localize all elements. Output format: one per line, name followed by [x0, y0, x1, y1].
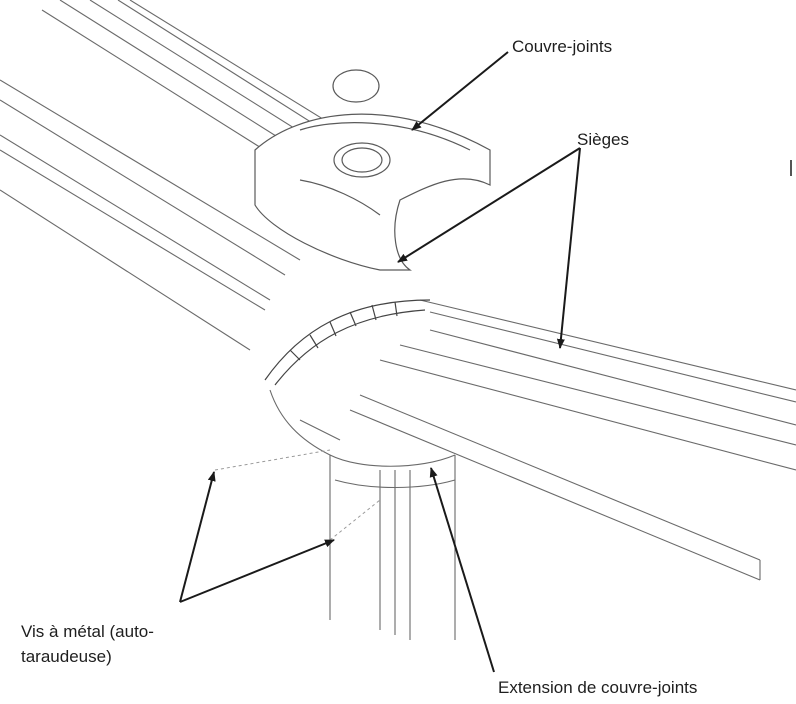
- label-vis-a-metal: Vis à métal (auto- taraudeuse): [21, 620, 154, 669]
- screw-guides: [214, 449, 381, 541]
- label-sieges: Sièges: [577, 130, 629, 149]
- right-rail: [349, 299, 796, 581]
- cover-joint: [254, 69, 491, 271]
- label-extension-couvre-joints: Extension de couvre-joints: [498, 678, 698, 697]
- post: [269, 389, 456, 640]
- label-vis-line2: taraudeuse): [21, 646, 112, 666]
- joint-section: [264, 299, 431, 386]
- label-couvre-joints: Couvre-joints: [512, 37, 613, 56]
- leader-arrows: [179, 51, 581, 673]
- upper-rail: [0, 0, 366, 351]
- label-vis-line1: Vis à métal (auto-: [21, 622, 154, 641]
